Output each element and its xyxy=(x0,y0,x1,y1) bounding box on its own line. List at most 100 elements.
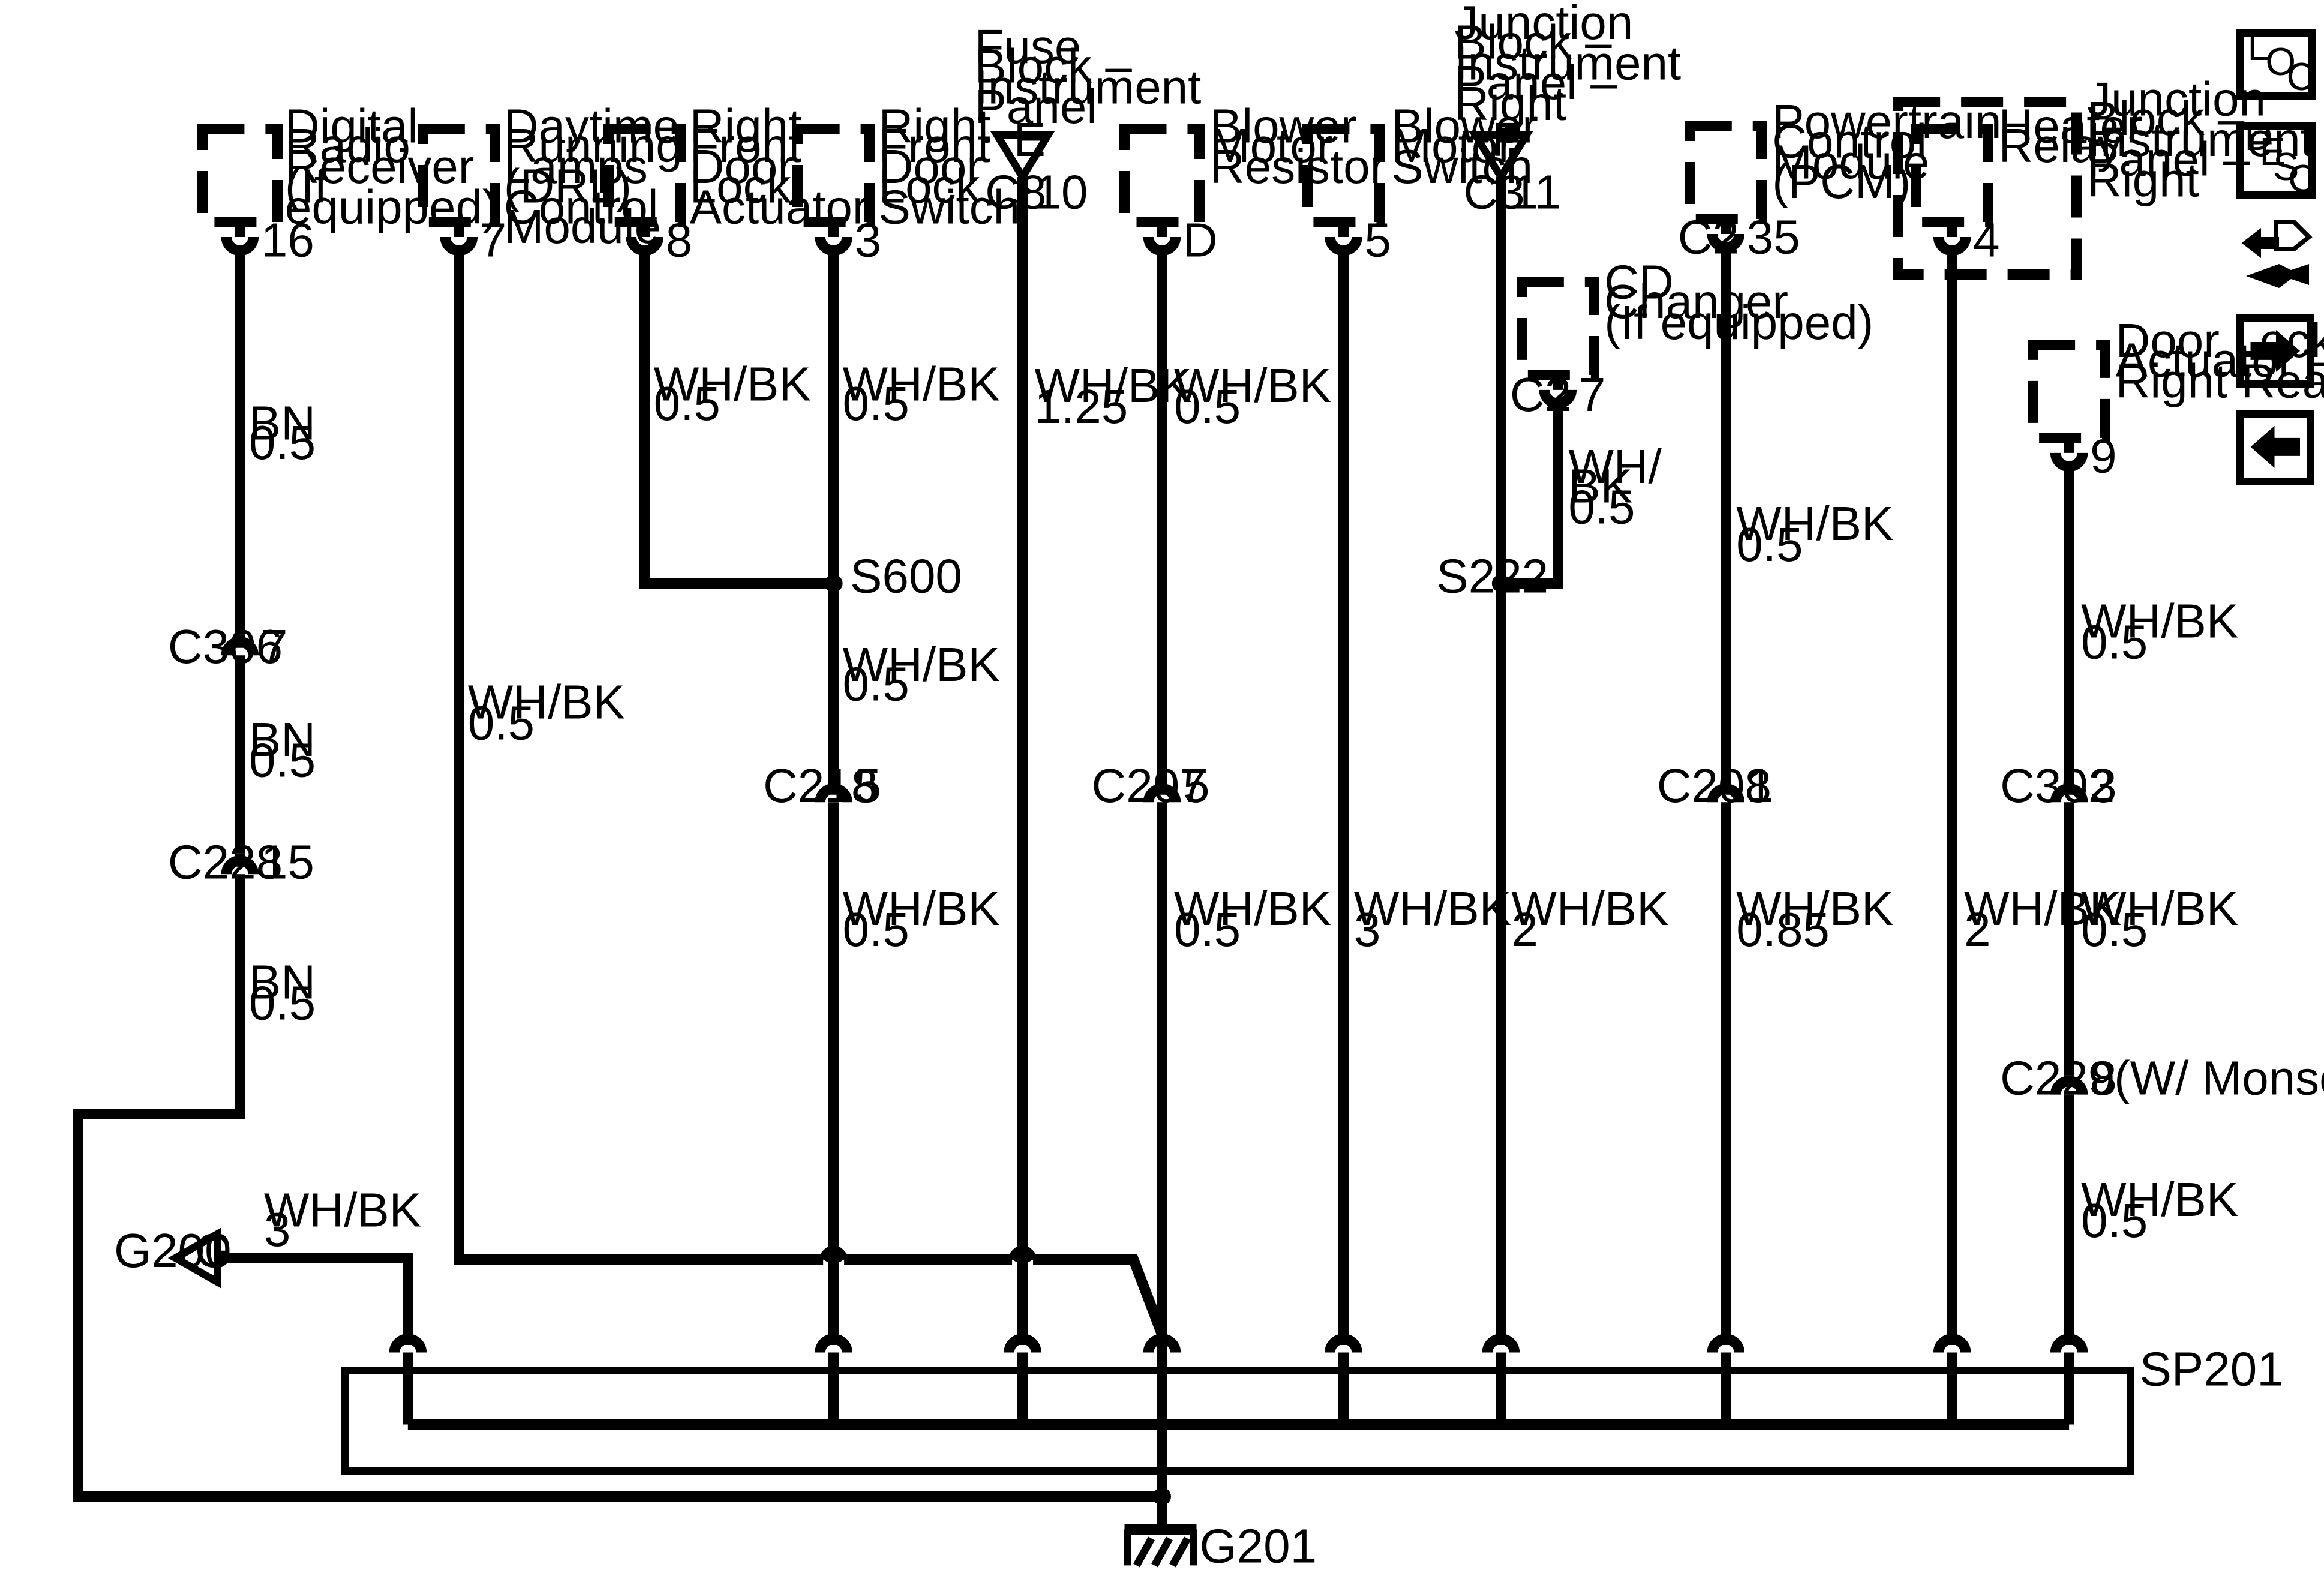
svg-text:C3: C3 xyxy=(1463,165,1524,218)
svg-text:WH/BK: WH/BK xyxy=(843,882,1000,935)
svg-text:Right: Right xyxy=(2087,154,2199,207)
connector-c207: C207 5 xyxy=(1092,759,1210,812)
svg-text:C302: C302 xyxy=(2000,759,2115,812)
connector-c306: C306 7 xyxy=(168,620,287,673)
svg-text:Block –: Block – xyxy=(975,40,1133,93)
svg-text:C228: C228 xyxy=(168,836,283,889)
svg-text:5: 5 xyxy=(855,759,881,812)
previous-arrow-button[interactable] xyxy=(2236,410,2314,485)
svg-text:7: 7 xyxy=(261,620,287,673)
svg-text:BN: BN xyxy=(249,713,316,766)
desc-button[interactable]: D E S C xyxy=(2236,115,2316,200)
svg-text:WH/BK: WH/BK xyxy=(264,1184,421,1237)
svg-text:Junction: Junction xyxy=(1454,0,1633,49)
svg-text:C207: C207 xyxy=(1092,759,1206,812)
svg-text:WH/BK: WH/BK xyxy=(1174,882,1331,935)
svg-text:C8: C8 xyxy=(985,165,1046,218)
svg-text:Front: Front xyxy=(690,119,802,172)
svg-text:0.5: 0.5 xyxy=(1174,380,1241,433)
svg-text:Changer: Changer xyxy=(1604,275,1788,328)
svg-text:Heater: Heater xyxy=(1999,100,2143,153)
svg-text:3: 3 xyxy=(855,213,881,266)
svg-text:0.5: 0.5 xyxy=(843,903,909,956)
svg-text:8: 8 xyxy=(2090,1052,2116,1105)
svg-text:0.5: 0.5 xyxy=(2081,903,2148,956)
svg-text:5: 5 xyxy=(1364,213,1391,266)
svg-text:5: 5 xyxy=(1183,759,1209,812)
svg-text:1.25: 1.25 xyxy=(1035,380,1128,433)
svg-text:S: S xyxy=(2273,145,2299,188)
svg-text:D: D xyxy=(2245,115,2273,158)
svg-text:WH/BK: WH/BK xyxy=(843,638,1000,691)
svg-text:WH/BK: WH/BK xyxy=(2081,594,2238,647)
svg-text:S222: S222 xyxy=(1436,549,1548,602)
loc-button[interactable]: L O C xyxy=(2236,25,2316,100)
arrow-right-icon xyxy=(2250,329,2301,372)
svg-text:WH/BK: WH/BK xyxy=(1511,882,1668,935)
svg-text:0.5: 0.5 xyxy=(2081,615,2148,668)
svg-text:7: 7 xyxy=(480,213,506,266)
wire-bn-to-g201 xyxy=(73,874,1162,1502)
connector-c302: C302 3 xyxy=(2000,759,2116,812)
svg-text:15: 15 xyxy=(261,836,314,889)
svg-text:7: 7 xyxy=(1579,368,1605,421)
svg-text:Right: Right xyxy=(690,100,802,153)
svg-text:(If equipped): (If equipped) xyxy=(1604,296,1873,349)
connector-c208: C208 1 xyxy=(1657,759,1773,812)
svg-text:O: O xyxy=(2266,40,2296,83)
svg-text:WH/BK: WH/BK xyxy=(843,357,1000,410)
svg-text:WH/BK: WH/BK xyxy=(1964,882,2121,935)
rf-door-lock-actuator: Right Front Door Lock Actuator 8 xyxy=(603,100,869,266)
connector-wrench-icon[interactable] xyxy=(2241,220,2313,288)
svg-text:10: 10 xyxy=(1035,165,1088,218)
svg-text:0.5: 0.5 xyxy=(843,377,909,430)
svg-text:9: 9 xyxy=(2090,429,2116,482)
svg-text:0.5: 0.5 xyxy=(249,416,316,469)
svg-text:BN: BN xyxy=(249,396,316,449)
svg-text:Front: Front xyxy=(879,119,991,172)
svg-text:E: E xyxy=(1014,113,1046,166)
svg-text:(If: (If xyxy=(285,160,328,213)
svg-text:0.5: 0.5 xyxy=(1174,903,1241,956)
svg-text:G: G xyxy=(195,1224,232,1277)
sp201-entry-terminals xyxy=(389,1334,2088,1429)
wire-drl-crossover xyxy=(454,250,824,1265)
svg-text:0.5: 0.5 xyxy=(654,377,720,430)
svg-text:BK: BK xyxy=(1568,459,1632,512)
svg-text:Resistor: Resistor xyxy=(1210,140,1386,193)
svg-text:4: 4 xyxy=(1973,213,1999,266)
svg-text:0.5: 0.5 xyxy=(1736,518,1803,571)
svg-text:0.5: 0.5 xyxy=(2081,1194,2148,1247)
svg-text:0.5: 0.5 xyxy=(843,657,909,710)
svg-text:Instrument: Instrument xyxy=(975,61,1202,114)
svg-text:CD: CD xyxy=(1604,255,1674,308)
svg-text:S600: S600 xyxy=(850,549,962,602)
svg-text:C218: C218 xyxy=(763,759,878,812)
splice-pack-sp201 xyxy=(341,1367,2134,1475)
svg-text:WH/BK: WH/BK xyxy=(2081,1173,2238,1226)
next-arrow-button[interactable] xyxy=(2236,314,2314,388)
sp201-label: SP201 xyxy=(2140,1342,2284,1395)
svg-text:(PCM): (PCM) xyxy=(1772,155,1911,208)
svg-text:Digital: Digital xyxy=(285,100,418,153)
svg-text:WH/BK: WH/BK xyxy=(1354,882,1511,935)
svg-text:Block –: Block – xyxy=(1454,16,1612,69)
svg-text:D: D xyxy=(1183,213,1218,266)
svg-text:Lock: Lock xyxy=(879,160,981,213)
svg-text:2: 2 xyxy=(1964,903,1990,956)
svg-text:G201: G201 xyxy=(1199,1519,1317,1572)
connector-c218: C218 5 xyxy=(763,759,881,812)
svg-text:16: 16 xyxy=(261,213,314,266)
ground-g201: G201 xyxy=(1124,1519,1317,1572)
svg-text:Fuse: Fuse xyxy=(975,20,1082,73)
svg-text:2: 2 xyxy=(1511,903,1538,956)
svg-text:WH/BK: WH/BK xyxy=(468,675,625,728)
junction-block-heater-relay: Heater Relay Junction Block – Instrument… xyxy=(1893,73,2314,280)
svg-text:C306: C306 xyxy=(168,620,283,673)
svg-text:8: 8 xyxy=(666,213,692,266)
svg-text:0.5: 0.5 xyxy=(249,977,316,1030)
svg-text:1: 1 xyxy=(1747,759,1773,812)
ground-g200: G G200 xyxy=(114,1224,232,1289)
blower-motor-switch: Blower Motor Switch 5 xyxy=(1302,100,1538,266)
